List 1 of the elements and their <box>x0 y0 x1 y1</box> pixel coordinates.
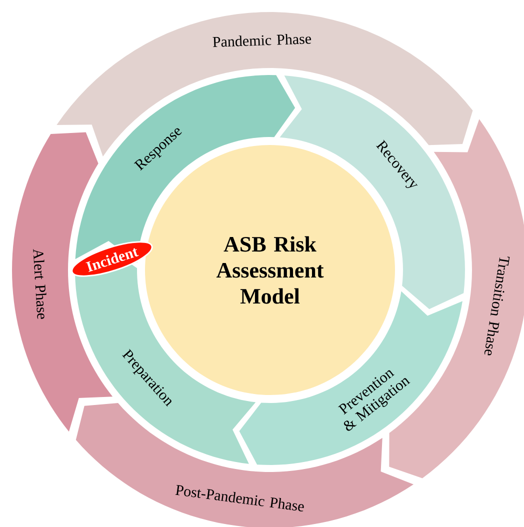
incident-badge: Incident <box>71 241 153 277</box>
